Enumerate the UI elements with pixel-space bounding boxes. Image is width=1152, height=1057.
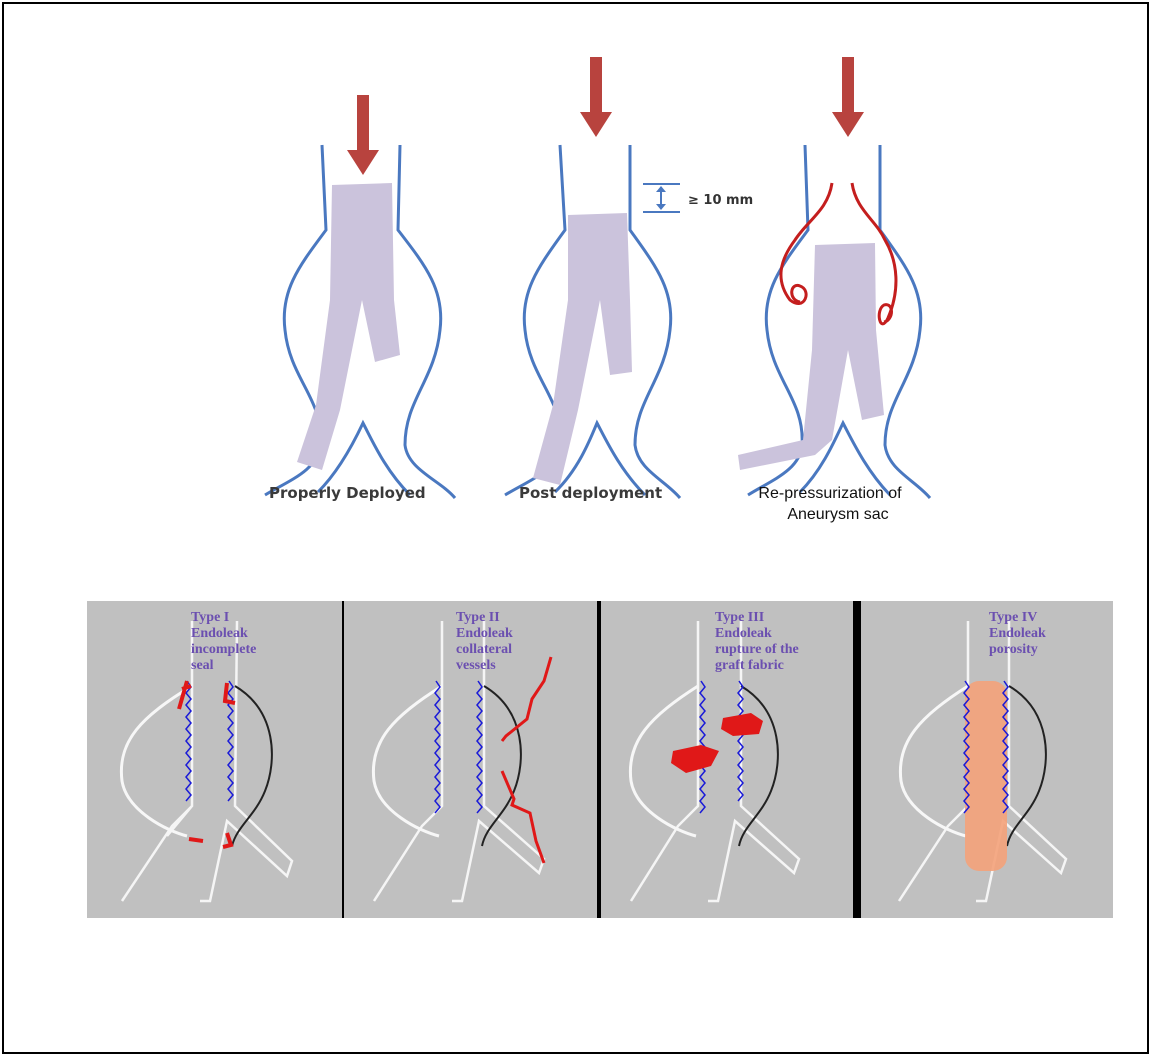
stent-wire-right [228, 681, 233, 801]
porosity-region [965, 681, 1007, 871]
panel-type-iv: Type IV Endoleak porosity [861, 601, 1113, 918]
panel-label-line2: Endoleak [191, 626, 248, 641]
diagram-properly-deployed [265, 95, 455, 498]
arrow [580, 57, 612, 137]
caption-properly-deployed: Properly Deployed [269, 484, 426, 502]
panel-label-line4: vessels [456, 658, 496, 673]
panel-label-line1: Type IV [989, 610, 1037, 625]
panel-label-line4: graft fabric [715, 658, 784, 673]
diagram-post-deployment: ≥ 10 mm [505, 57, 753, 498]
caption-line: Re-pressurization of [730, 483, 930, 504]
panel-label-line1: Type I [191, 610, 229, 625]
panel-drawing: Type I Endoleak incomplete seal [87, 601, 342, 918]
fabric-rupture-upper [721, 713, 763, 736]
panel-label-line2: Endoleak [989, 626, 1046, 641]
panel-label-line4: seal [191, 658, 214, 673]
panel-label-line1: Type II [456, 610, 500, 625]
panel-label-line3: rupture of the [715, 642, 799, 657]
panel-drawing: Type III Endoleak rupture of the graft f… [601, 601, 853, 918]
panel-type-ii: Type II Endoleak collateral vessels [344, 601, 597, 918]
panel-label-line2: Endoleak [715, 626, 772, 641]
aneurysm-wall-left [900, 686, 968, 836]
top-diagrams: ≥ 10 mm [0, 0, 1152, 560]
arrow [347, 95, 379, 175]
stent-wire-left [435, 681, 440, 813]
panel-type-i: Type I Endoleak incomplete seal [87, 601, 342, 918]
stent-wire-left [186, 681, 191, 801]
graft [297, 183, 400, 470]
panel-label-line2: Endoleak [456, 626, 513, 641]
stent-wire-right [477, 681, 482, 813]
panel-label-line3: collateral [456, 642, 512, 657]
graft [738, 243, 884, 470]
aneurysm-wall-left [121, 686, 192, 836]
vessel-outline-right [630, 145, 680, 498]
measurement-label: ≥ 10 mm [688, 193, 753, 208]
panel-label-line1: Type III [715, 610, 764, 625]
measurement-indicator [643, 184, 680, 212]
caption-repressurization: Re-pressurization of Aneurysm sac [730, 483, 930, 525]
aneurysm-wall-left [373, 686, 442, 836]
collateral-vessel-upper [502, 657, 551, 741]
panel-drawing: Type IV Endoleak porosity [861, 601, 1113, 918]
fabric-rupture-lower [671, 745, 719, 773]
caption-post-deployment: Post deployment [519, 484, 662, 502]
collateral-vessel-lower [502, 771, 544, 863]
arrow [832, 57, 864, 137]
panel-label-line3: incomplete [191, 642, 256, 657]
diagram-repressurization [738, 57, 930, 498]
panel-drawing: Type II Endoleak collateral vessels [344, 601, 597, 918]
vessel-outline-right [398, 145, 455, 498]
panel-label-line3: porosity [989, 642, 1038, 657]
panel-type-iii: Type III Endoleak rupture of the graft f… [601, 601, 853, 918]
divider [853, 601, 861, 918]
caption-line: Aneurysm sac [730, 504, 930, 525]
